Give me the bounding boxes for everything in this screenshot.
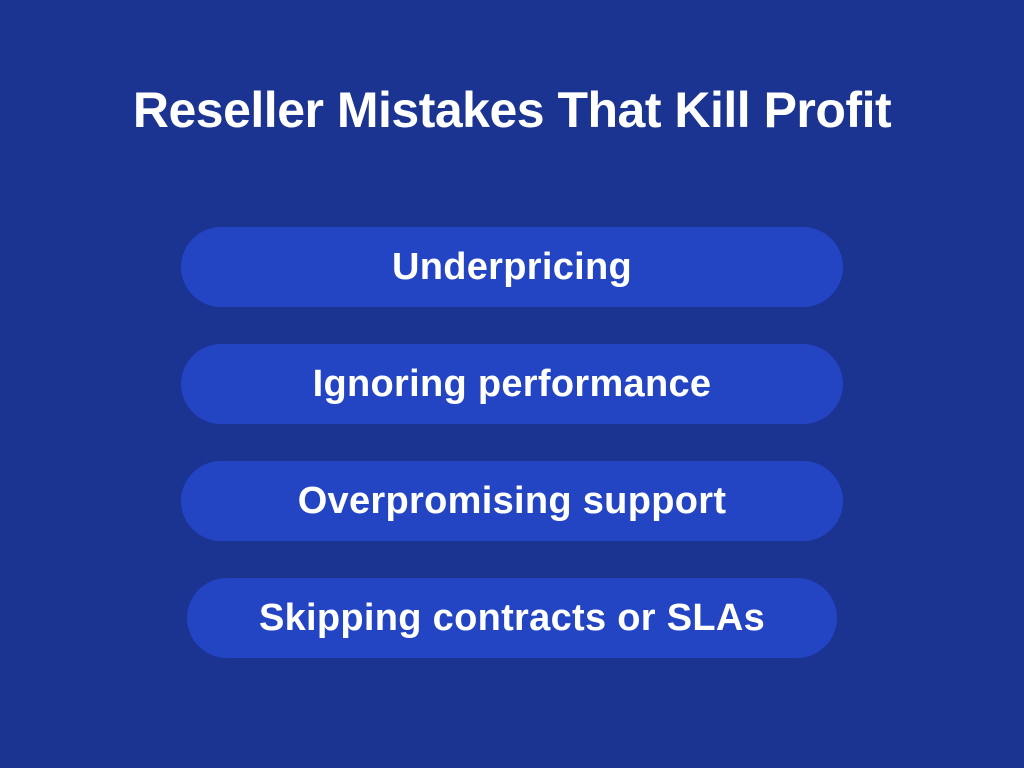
mistake-label: Underpricing — [391, 245, 633, 288]
mistake-item-ignoring-performance: Ignoring performance — [181, 344, 843, 424]
mistake-label: Ignoring performance — [312, 362, 712, 405]
mistake-label: Overpromising support — [297, 479, 727, 522]
page-title: Reseller Mistakes That Kill Profit — [132, 82, 892, 138]
mistake-item-underpricing: Underpricing — [181, 227, 843, 307]
mistake-item-overpromising-support: Overpromising support — [181, 461, 843, 541]
mistake-label: Skipping contracts or SLAs — [258, 596, 766, 639]
mistake-item-skipping-contracts: Skipping contracts or SLAs — [187, 578, 837, 658]
